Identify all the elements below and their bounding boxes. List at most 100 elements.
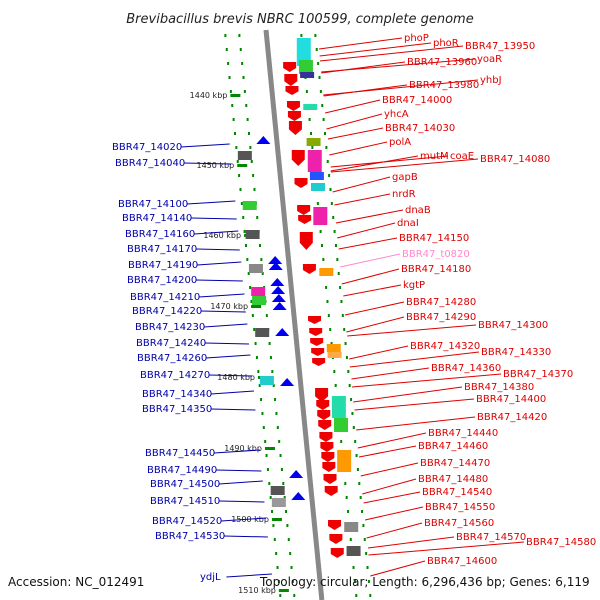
track-dot [247, 272, 250, 275]
scale-tick-mark [237, 164, 248, 167]
track-dot [239, 188, 242, 191]
leader-line [347, 324, 477, 337]
leader-line [363, 491, 421, 504]
track-dot [282, 482, 285, 485]
gene-feature [310, 183, 325, 191]
gene-feature [298, 215, 312, 224]
leader-line [191, 217, 237, 220]
track-dot [283, 496, 286, 499]
gene-label: BBR47_14190 [128, 260, 198, 271]
leader-line [326, 113, 383, 130]
leader-line [319, 37, 403, 50]
gene-feature [327, 352, 342, 358]
track-dot [344, 482, 347, 485]
gene-label: mutM [420, 151, 449, 162]
track-dot [249, 286, 252, 289]
leader-line [319, 42, 432, 57]
gene-label: BBR47_14560 [424, 518, 494, 529]
track-dot [339, 286, 342, 289]
track-dot [246, 258, 249, 261]
gene-label: BBR47_14320 [410, 341, 480, 352]
gene-feature [271, 294, 286, 302]
leader-line [199, 293, 245, 298]
track-dot [365, 552, 368, 555]
genome-summary-text: Topology: circular; Length: 6,296,436 bp… [259, 575, 590, 589]
leader-line [211, 390, 255, 395]
scale-tick-label: 1480 kbp [217, 373, 255, 382]
track-dot [321, 104, 324, 107]
track-dot [325, 286, 328, 289]
track-dot [272, 524, 275, 527]
track-dot [236, 160, 239, 163]
track-dot [320, 244, 323, 247]
gene-label: BBR47_14030 [385, 123, 455, 134]
track-dot [271, 370, 274, 373]
gene-label: BBR47_14330 [481, 347, 551, 358]
gene-feature [326, 344, 341, 352]
track-dot [260, 258, 263, 261]
track-dot [232, 118, 235, 121]
leader-line [196, 279, 243, 282]
gene-label: BBR47_14370 [503, 369, 573, 380]
track-dot [323, 132, 326, 135]
gene-feature [322, 462, 336, 472]
track-dot [279, 454, 282, 457]
scale-tick-mark [264, 447, 275, 450]
gene-feature [300, 72, 315, 78]
gene-feature [312, 358, 326, 366]
leader-line [206, 354, 251, 359]
gene-label: BBR47_14380 [464, 382, 534, 393]
leader-line [209, 374, 253, 377]
track-dot [322, 118, 325, 121]
gene-feature [291, 492, 306, 500]
gene-feature [287, 111, 301, 121]
track-dot [251, 314, 254, 317]
leader-line [330, 158, 479, 173]
track-dot [344, 342, 347, 345]
leader-line [349, 351, 480, 368]
leader-line [356, 416, 476, 431]
track-dot [358, 482, 361, 485]
track-dot [225, 48, 228, 51]
leader-line [194, 230, 239, 235]
track-dot [367, 580, 370, 583]
gene-label: gapB [392, 172, 418, 183]
track-dot [274, 398, 277, 401]
track-dot [329, 188, 332, 191]
gene-feature [286, 101, 300, 111]
leader-line [353, 386, 463, 403]
track-dot [246, 118, 249, 121]
gene-feature [319, 432, 333, 442]
map-title: Brevibacillus brevis NBRC 100599, comple… [126, 12, 473, 27]
track-dot [276, 426, 279, 429]
gene-label: BBR47_14300 [478, 320, 548, 331]
track-dot [336, 258, 339, 261]
track-dot [340, 440, 343, 443]
leader-line [344, 301, 405, 316]
track-dot [332, 216, 335, 219]
leader-line [216, 469, 262, 472]
track-dot [337, 272, 340, 275]
track-dot [253, 328, 256, 331]
leader-line [211, 408, 256, 411]
gene-feature [291, 150, 305, 166]
gene-feature [275, 328, 290, 336]
leader-line [204, 323, 248, 328]
gene-feature [308, 316, 322, 324]
gene-label: BBR47_14570 [456, 532, 526, 543]
track-dot [355, 454, 358, 457]
gene-label: BBR47_14290 [406, 312, 476, 323]
track-dot [291, 580, 294, 583]
track-dot [285, 510, 288, 513]
track-dot [305, 90, 308, 93]
gene-label: nrdR [392, 189, 416, 200]
gene-label: BBR47_14040 [115, 158, 185, 169]
gene-feature [296, 38, 311, 66]
leader-line [364, 506, 424, 521]
gene-label: BBR47_14510 [150, 496, 220, 507]
gene-label: polA [389, 137, 411, 148]
track-dot [269, 496, 272, 499]
